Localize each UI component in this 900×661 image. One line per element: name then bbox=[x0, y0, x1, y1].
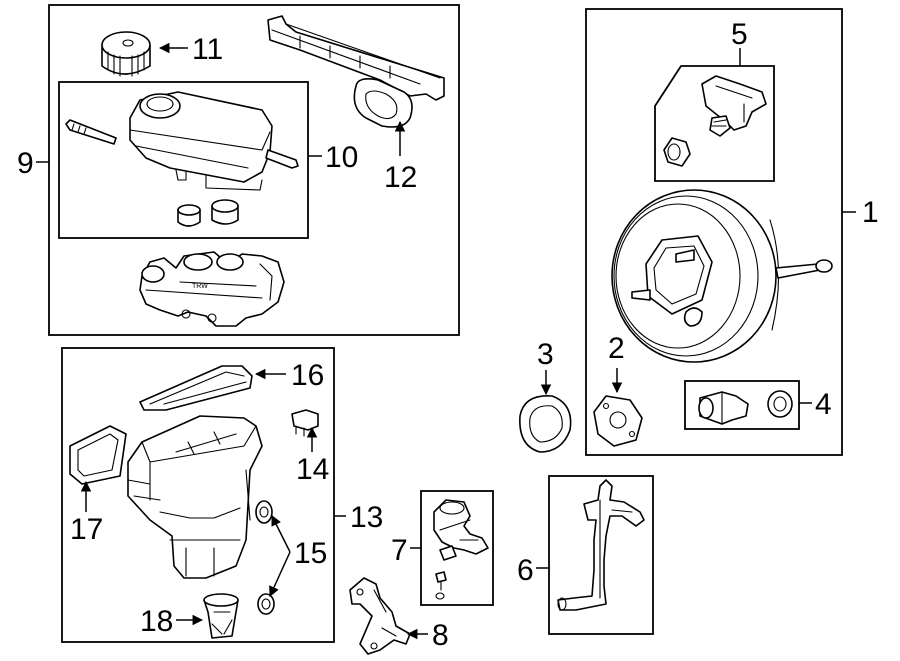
leader-15a bbox=[271, 515, 291, 553]
callout-13: 13 bbox=[350, 501, 383, 534]
callout-1: 1 bbox=[862, 196, 879, 229]
booster-seal bbox=[519, 395, 572, 453]
callout-9: 9 bbox=[17, 147, 34, 180]
callout-16: 16 bbox=[291, 359, 324, 392]
master-cylinder-marking: TRW bbox=[192, 283, 208, 290]
booster-group-box bbox=[585, 8, 843, 456]
callout-6: 6 bbox=[517, 554, 534, 587]
callout-3: 3 bbox=[537, 338, 554, 371]
booster-gasket bbox=[593, 395, 643, 447]
brake-booster bbox=[611, 189, 833, 363]
callout-12: 12 bbox=[384, 161, 417, 194]
callout-10: 10 bbox=[325, 141, 358, 174]
callout-8: 8 bbox=[432, 619, 449, 652]
callout-14: 14 bbox=[296, 453, 329, 486]
washer-grommets bbox=[255, 500, 275, 615]
reservoir-seal-frame bbox=[69, 425, 127, 485]
washer-reservoir-group-box bbox=[61, 347, 335, 643]
valve-group-box bbox=[654, 65, 775, 182]
callout-11: 11 bbox=[192, 33, 223, 66]
callout-4: 4 bbox=[815, 388, 832, 421]
pump-bracket bbox=[349, 577, 411, 655]
master-cylinder-group-box bbox=[48, 4, 460, 336]
cover-duct bbox=[267, 15, 445, 128]
washer-reservoir bbox=[127, 415, 263, 579]
callout-2: 2 bbox=[608, 332, 625, 365]
callout-7: 7 bbox=[391, 534, 408, 567]
check-valve-group-box bbox=[684, 380, 800, 430]
check-valve bbox=[698, 390, 793, 425]
vacuum-hose bbox=[557, 479, 645, 611]
leader-15b bbox=[269, 551, 291, 597]
reservoir-grommets bbox=[177, 199, 239, 227]
reservoir-lid bbox=[139, 365, 253, 411]
vacuum-valve bbox=[663, 75, 767, 167]
master-cylinder: TRW bbox=[139, 251, 285, 327]
hose-group-box bbox=[548, 475, 654, 635]
callout-5: 5 bbox=[731, 18, 748, 51]
reservoir-group-box bbox=[58, 81, 309, 239]
reservoir-cap bbox=[101, 31, 151, 77]
callout-15: 15 bbox=[294, 537, 327, 570]
callout-labels: 1 2 3 4 5 6 7 8 9 10 11 12 13 14 15 16 1… bbox=[17, 18, 879, 652]
level-sensor-connector bbox=[291, 409, 319, 437]
callout-18: 18 bbox=[140, 605, 173, 638]
washer-pump bbox=[433, 499, 489, 600]
leader-lines bbox=[36, 42, 856, 640]
reservoir-filter bbox=[203, 593, 239, 639]
fluid-reservoir bbox=[65, 91, 299, 191]
callout-17: 17 bbox=[70, 513, 103, 546]
